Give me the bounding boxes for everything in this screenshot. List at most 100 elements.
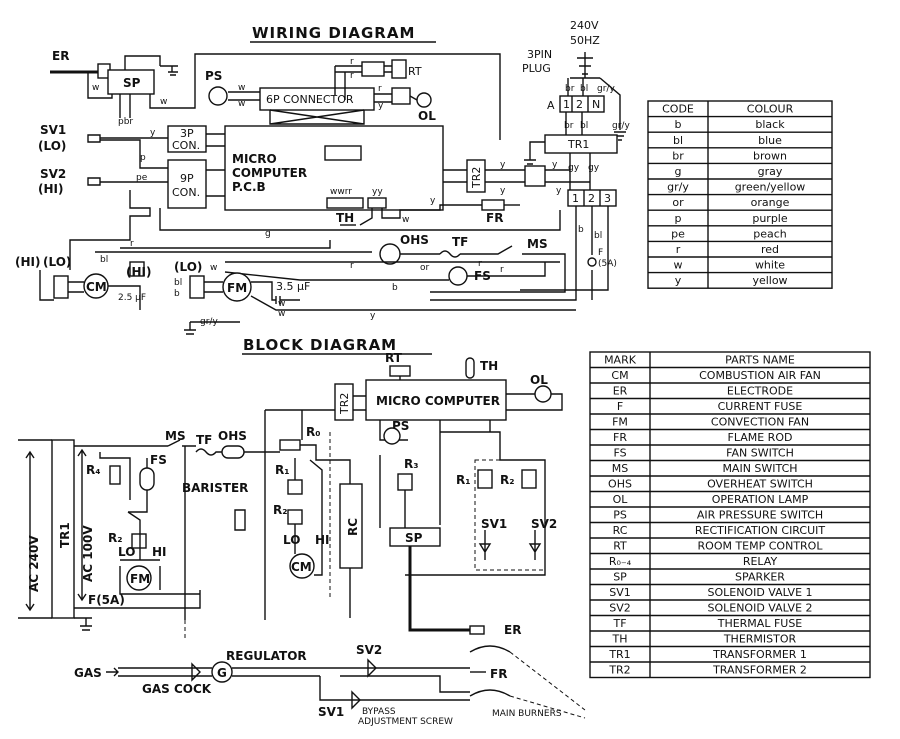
svg-text:3: 3	[604, 192, 611, 205]
svg-text:HI: HI	[152, 545, 167, 559]
block-diagram: BLOCK DIAGRAM MICRO COMPUTER TR2 RT TH O…	[18, 336, 586, 727]
svg-text:TR1: TR1	[567, 138, 589, 151]
svg-text:y: y	[500, 186, 506, 196]
colour-table-cell: brown	[753, 149, 787, 162]
svg-text:r: r	[500, 265, 504, 275]
colour-table-cell: gray	[758, 165, 783, 178]
svg-text:or: or	[420, 263, 430, 273]
svg-text:CM: CM	[291, 560, 312, 574]
svg-text:F: F	[598, 248, 603, 258]
svg-text:3P: 3P	[180, 127, 194, 140]
parts-table-cell: MAIN SWITCH	[722, 462, 797, 475]
svg-text:b: b	[174, 289, 180, 299]
svg-text:w: w	[92, 83, 99, 93]
block-relay-r1-right	[477, 469, 493, 489]
svg-text:TR2: TR2	[470, 167, 483, 189]
svg-text:2.5 μF: 2.5 μF	[118, 293, 146, 303]
svg-text:R₄: R₄	[86, 463, 101, 477]
svg-text:r: r	[350, 71, 354, 81]
tr2-transformer	[466, 159, 486, 193]
sv2-valve	[87, 177, 101, 186]
svg-text:COMPUTER: COMPUTER	[232, 166, 307, 180]
plug-symbol	[570, 52, 600, 79]
connector-3p	[167, 125, 207, 153]
parts-table-cell: FS	[613, 447, 626, 460]
parts-table-cell: SP	[613, 571, 627, 584]
svg-text:w: w	[210, 263, 217, 273]
parts-table-cell: AIR PRESSURE SWITCH	[697, 509, 823, 522]
block-relay-r4	[109, 465, 121, 485]
svg-text:FS: FS	[150, 453, 167, 467]
parts-table-cell: F	[617, 400, 623, 413]
svg-text:SV2: SV2	[356, 643, 382, 657]
svg-text:y: y	[552, 160, 558, 170]
svg-text:MAIN BURNERS: MAIN BURNERS	[492, 709, 562, 719]
svg-text:1: 1	[563, 98, 570, 111]
fm-connector	[189, 275, 205, 299]
svg-text:1: 1	[572, 192, 579, 205]
cm-connector	[53, 275, 69, 299]
svg-text:br: br	[564, 121, 574, 131]
svg-text:RC: RC	[346, 518, 360, 536]
svg-text:r: r	[378, 84, 382, 94]
parts-table-cell: ELECTRODE	[727, 385, 793, 398]
svg-text:R₂: R₂	[108, 531, 123, 545]
sv1-valve	[87, 134, 101, 143]
block-sv1	[478, 530, 492, 560]
tr1-transformer	[544, 134, 618, 154]
block-tr2	[334, 383, 354, 421]
block-pressure-switch	[383, 427, 401, 445]
svg-text:FM: FM	[130, 572, 150, 586]
svg-text:pe: pe	[136, 173, 148, 183]
svg-text:REGULATOR: REGULATOR	[226, 649, 307, 663]
svg-text:SV1: SV1	[318, 705, 344, 719]
svg-text:MS: MS	[165, 429, 186, 443]
svg-text:p: p	[140, 153, 146, 163]
supply-frequency: 50HZ	[570, 34, 600, 47]
parts-table-cell: RT	[613, 540, 627, 553]
block-tr1	[51, 439, 75, 619]
parts-table-cell: OL	[613, 493, 629, 506]
colour-table-cell: peach	[753, 227, 787, 240]
colour-table-cell: pe	[671, 227, 685, 240]
svg-text:(HI): (HI)	[126, 265, 151, 279]
svg-text:r: r	[130, 239, 134, 249]
svg-text:bl: bl	[580, 84, 588, 94]
svg-text:OHS: OHS	[400, 233, 429, 247]
svg-text:w: w	[160, 97, 167, 107]
svg-text:TH: TH	[336, 211, 354, 225]
svg-text:RT: RT	[385, 351, 403, 365]
colour-table-cell: blue	[758, 134, 782, 147]
svg-text:MS: MS	[527, 237, 548, 251]
fuse-symbol	[587, 257, 597, 267]
svg-text:gy: gy	[568, 163, 580, 173]
svg-text:r: r	[350, 261, 354, 271]
svg-text:r: r	[350, 57, 354, 67]
block-relay-r2	[287, 509, 303, 525]
svg-text:TF: TF	[452, 235, 468, 249]
svg-text:CON.: CON.	[172, 139, 200, 152]
svg-text:N: N	[592, 98, 600, 111]
svg-text:w: w	[238, 99, 245, 109]
svg-text:R₀: R₀	[306, 425, 321, 439]
svg-text:AC 100V: AC 100V	[81, 525, 95, 582]
parts-table-cell: TF	[612, 617, 626, 630]
svg-text:y: y	[370, 311, 376, 321]
svg-text:LO: LO	[118, 545, 135, 559]
block-micro-computer	[365, 379, 507, 421]
block-fan-switch	[139, 467, 155, 491]
svg-text:2: 2	[588, 192, 595, 205]
svg-text:BYPASS: BYPASS	[362, 707, 396, 717]
parts-table-cell: ER	[613, 385, 628, 398]
parts-table-cell: FR	[613, 431, 627, 444]
block-relay-r2-left	[131, 533, 147, 549]
block-barister	[234, 509, 246, 531]
block-sv2	[528, 530, 542, 560]
parts-table-cell: OVERHEAT SWITCH	[707, 478, 813, 491]
block-main-burners	[469, 645, 511, 697]
svg-text:r: r	[478, 259, 482, 269]
svg-text:y: y	[430, 196, 436, 206]
svg-text:gr/y: gr/y	[597, 84, 615, 94]
colour-table-cell: red	[761, 243, 779, 256]
